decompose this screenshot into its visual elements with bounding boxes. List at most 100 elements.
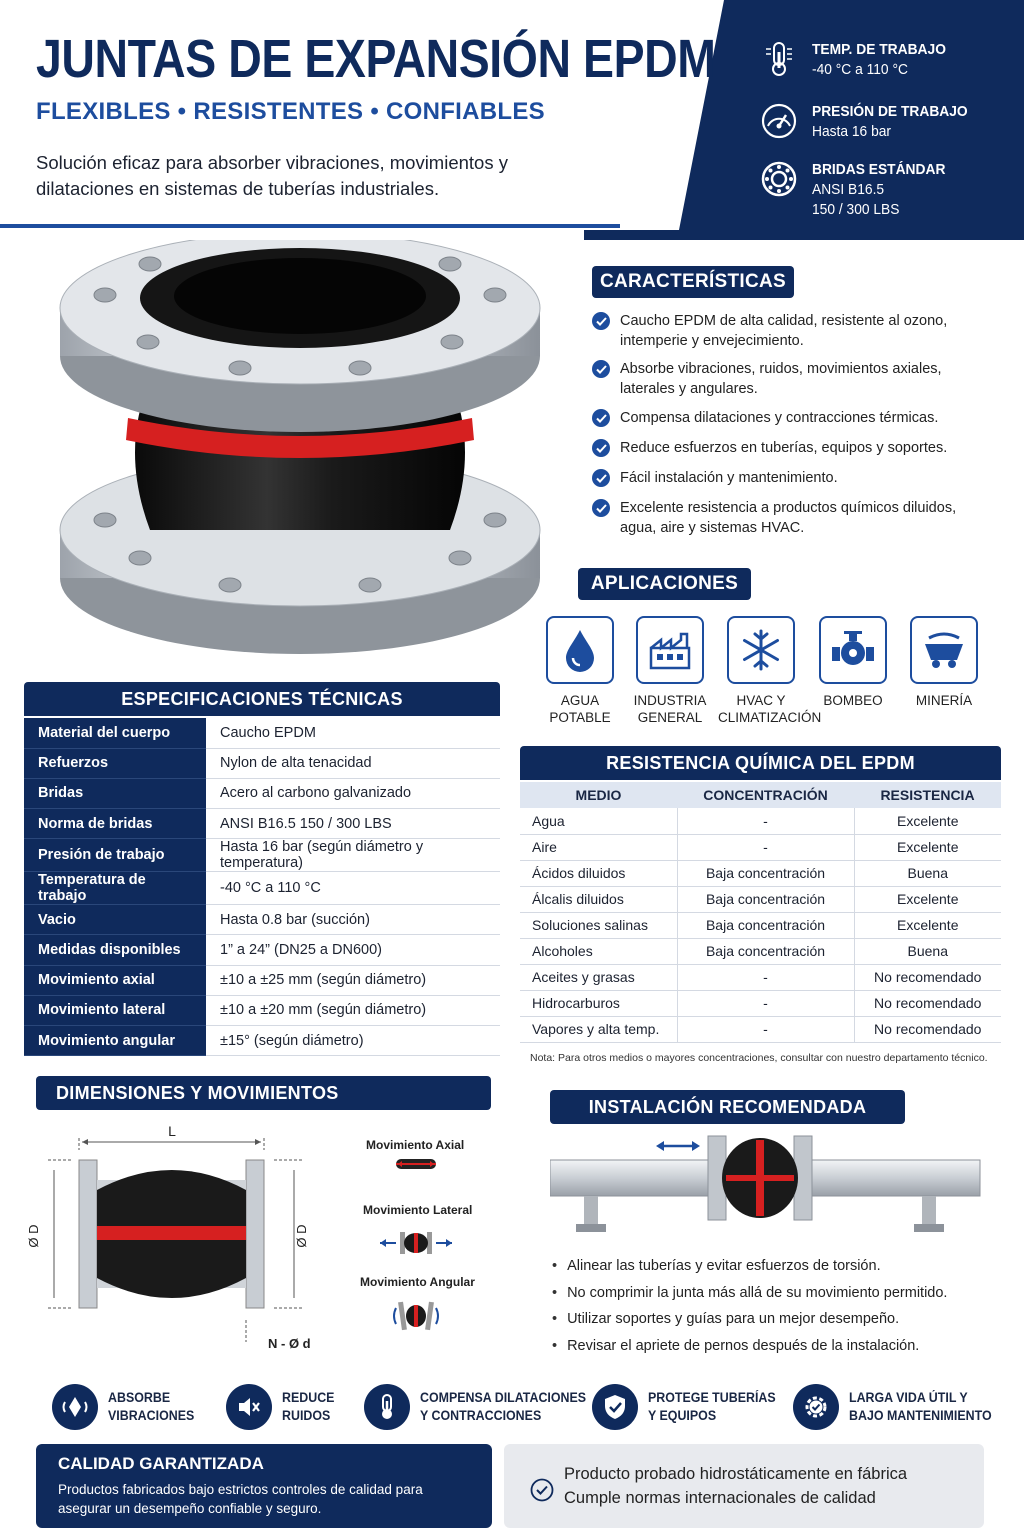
check-icon [592, 439, 610, 457]
chem-row: Hidrocarburos-No recomendado [520, 990, 1001, 1017]
spec-pressure-value: Hasta 16 bar [812, 123, 892, 140]
angular-movement-icon [393, 1301, 439, 1331]
app-label-2: POTABLE [549, 710, 611, 725]
feature-text: Reduce esfuerzos en tuberías, equipos y … [620, 440, 948, 456]
gear-check-icon [805, 1396, 827, 1418]
spec-temperature-value: -40 °C a 110 °C [812, 61, 908, 78]
benefit-line1: LARGA VIDA ÚTIL Y [849, 1390, 968, 1405]
spec-key: Material del cuerpo [24, 718, 206, 749]
app-label-1: BOMBEO [823, 693, 883, 708]
feature-item: Reduce esfuerzos en tuberías, equipos y … [592, 438, 982, 458]
chem-concentracion: - [677, 808, 855, 835]
mov-lateral-label: Movimiento Lateral [363, 1203, 473, 1217]
spec-value: 1” a 24” (DN25 a DN600) [206, 934, 500, 966]
chem-medio: Aire [520, 834, 678, 861]
spec-value: Hasta 0.8 bar (succión) [206, 904, 500, 936]
applications-heading: APLICACIONES [578, 568, 751, 600]
chem-concentracion: Baja concentración [677, 886, 855, 913]
chem-row: Vapores y alta temp.-No recomendado [520, 1016, 1001, 1043]
chem-concentracion: Baja concentración [677, 860, 855, 887]
app-label-2: CLIMATIZACIÓN [718, 710, 822, 725]
benefit-line1: PROTEGE TUBERÍAS [648, 1390, 776, 1405]
install-text: Alinear las tuberías y evitar esfuerzos … [567, 1258, 881, 1274]
dim-label-d-left: Ø D [26, 1224, 41, 1247]
install-text: No comprimir la junta más allá de su mov… [567, 1285, 948, 1301]
spec-key: Refuerzos [24, 748, 206, 779]
chem-concentracion: - [677, 834, 855, 861]
spec-key: Movimiento lateral [24, 995, 206, 1027]
chem-resistencia: No recomendado [854, 964, 1001, 991]
feature-item: Caucho EPDM de alta calidad, resistente … [592, 311, 982, 351]
install-text: Utilizar soportes y guías para un mejor … [567, 1311, 900, 1327]
header-divider [0, 224, 620, 228]
feature-item: Absorbe vibraciones, ruidos, movimientos… [592, 359, 982, 399]
install-item: Utilizar soportes y guías para un mejor … [552, 1311, 899, 1327]
chem-row: Aceites y grasas-No recomendado [520, 964, 1001, 991]
spec-flanges-title: BRIDAS ESTÁNDAR [812, 161, 946, 178]
benefit-line1: ABSORBE [108, 1390, 171, 1405]
check-circle-icon [530, 1478, 554, 1502]
mute-icon [239, 1398, 260, 1416]
spec-value: Nylon de alta tenacidad [206, 748, 500, 779]
app-mining: MINERÍA [901, 616, 987, 709]
spec-row: Temperatura de trabajo-40 °C a 110 °C [24, 871, 500, 906]
chem-medio: Hidrocarburos [520, 990, 678, 1017]
spec-key: Norma de bridas [24, 808, 206, 840]
spec-value: ±10 a ±20 mm (según diámetro) [206, 995, 500, 1027]
spec-value: ±10 a ±25 mm (según diámetro) [206, 965, 500, 996]
chem-concentracion: - [677, 1016, 855, 1043]
benefit-line1: COMPENSA DILATACIONES [420, 1390, 587, 1405]
installation-diagram [550, 1135, 981, 1232]
app-label-2: GENERAL [637, 710, 703, 725]
spec-key: Movimiento angular [24, 1025, 206, 1057]
thermometer-icon [766, 42, 792, 76]
water-drop-icon [566, 630, 594, 672]
spec-row: Movimiento lateral±10 a ±20 mm (según di… [24, 995, 500, 1027]
feature-item: Fácil instalación y mantenimiento. [592, 468, 982, 488]
flange-icon [761, 161, 797, 197]
spec-flanges-value: ANSI B16.5 [812, 181, 885, 198]
check-icon [592, 409, 610, 427]
chem-row: Agua-Excelente [520, 808, 1001, 835]
chem-resistencia: No recomendado [854, 1016, 1001, 1043]
shield-check-icon [605, 1395, 625, 1419]
chem-resistencia: Excelente [854, 912, 1001, 939]
benefit-line2: Y CONTRACCIONES [420, 1408, 542, 1423]
spec-key: Bridas [24, 778, 206, 810]
axial-movement-icon [396, 1159, 436, 1169]
spec-value: ANSI B16.5 150 / 300 LBS [206, 808, 500, 840]
spec-value: -40 °C a 110 °C [206, 871, 500, 906]
pump-icon [832, 631, 874, 665]
spec-row: Movimiento angular±15° (según diámetro) [24, 1025, 500, 1057]
feature-text: Caucho EPDM de alta calidad, resistente … [620, 313, 948, 349]
page-title: JUNTAS DE EXPANSIÓN EPDM [36, 29, 716, 89]
chem-medio: Ácidos diluidos [520, 860, 678, 887]
chem-medio: Vapores y alta temp. [520, 1016, 678, 1043]
benefit-line2: VIBRACIONES [108, 1408, 195, 1423]
specs-heading: ESPECIFICACIONES TÉCNICAS [24, 682, 500, 716]
spec-key: Temperatura de trabajo [24, 871, 206, 906]
chem-medio: Soluciones salinas [520, 912, 678, 939]
quality-line1: Producto probado hidrostáticamente en fá… [564, 1465, 908, 1483]
thermometer-icon [382, 1394, 392, 1419]
chem-resistencia: Buena [854, 938, 1001, 965]
spec-row: Movimiento axial±10 a ±25 mm (según diám… [24, 965, 500, 996]
spec-value: Hasta 16 bar (según diámetro y temperatu… [206, 838, 500, 873]
chem-table: MEDIO CONCENTRACIÓN RESISTENCIA Agua-Exc… [520, 782, 1001, 1043]
chem-col-concentracion: CONCENTRACIÓN [677, 782, 854, 808]
mining-cart-icon [925, 632, 963, 668]
spec-key: Movimiento axial [24, 965, 206, 996]
spec-key: Presión de trabajo [24, 838, 206, 873]
